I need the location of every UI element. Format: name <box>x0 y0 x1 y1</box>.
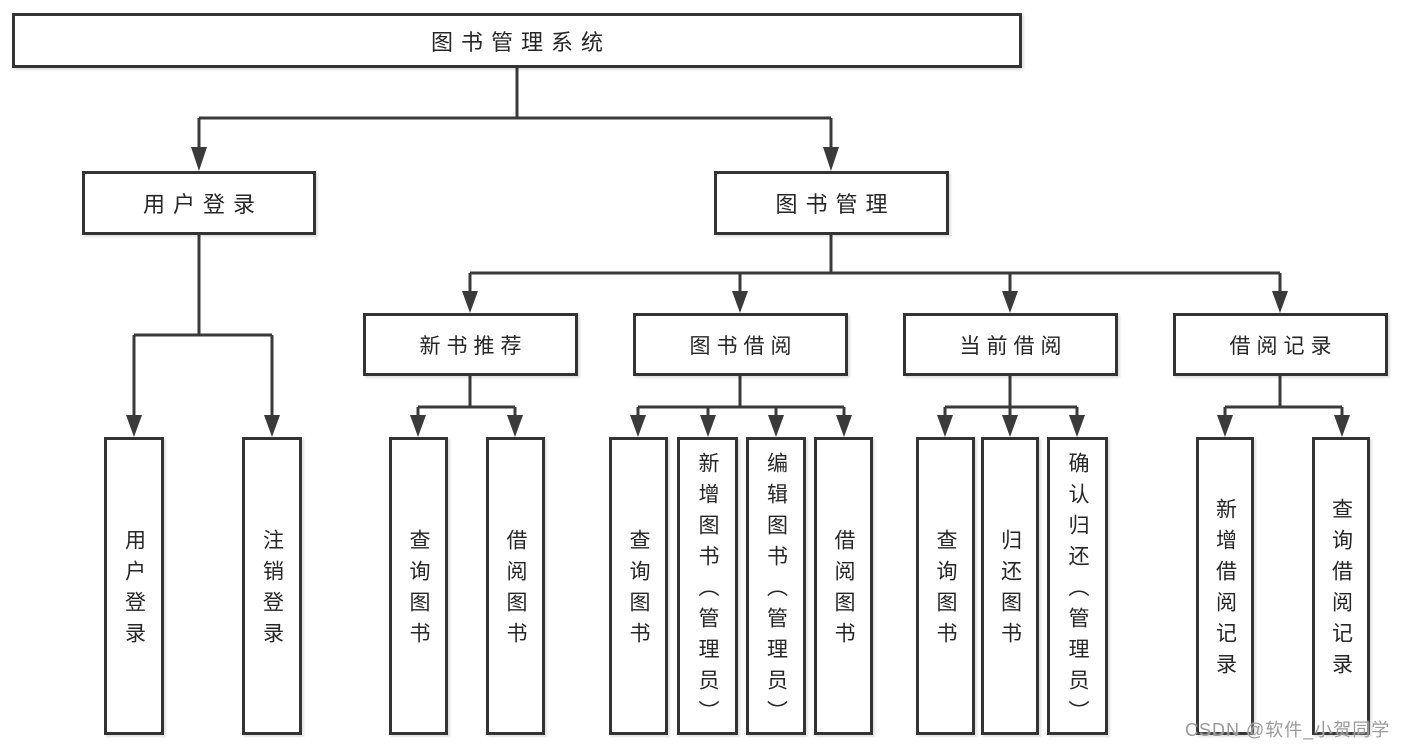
node-borrowing-records: 借阅记录 <box>1173 313 1388 376</box>
node-book-borrowing: 图书借阅 <box>633 313 848 376</box>
node-new-book-recommendation: 新书推荐 <box>363 313 578 376</box>
leaf-query-books-recommend: 查询图书 <box>389 437 448 735</box>
leaf-add-books-admin: 新增图书（管理员） <box>677 437 738 735</box>
leaf-label: 用户登录 <box>122 529 146 653</box>
leaf-label: 查询图书 <box>934 529 958 653</box>
leaf-label: 确认归还（管理员） <box>1066 451 1090 731</box>
leaf-edit-books-admin: 编辑图书（管理员） <box>746 437 806 735</box>
node-user-login: 用户登录 <box>82 171 316 235</box>
leaf-label: 新增图书（管理员） <box>696 451 720 731</box>
node-library-system: 图书管理系统 <box>12 13 1022 68</box>
leaf-label: 借阅图书 <box>832 529 856 653</box>
leaf-return-books: 归还图书 <box>981 437 1039 735</box>
leaf-label: 查询图书 <box>627 529 651 653</box>
leaf-label: 编辑图书（管理员） <box>764 451 788 731</box>
leaf-add-borrow-record: 新增借阅记录 <box>1196 437 1254 735</box>
leaf-label: 归还图书 <box>998 529 1022 653</box>
leaf-label: 新增借阅记录 <box>1213 498 1237 684</box>
leaf-borrow-books-recommend: 借阅图书 <box>486 437 545 735</box>
watermark-text: CSDN @软件_小贺同学 <box>1185 720 1391 740</box>
leaf-label: 注销登录 <box>260 529 284 653</box>
leaf-confirm-return-admin: 确认归还（管理员） <box>1047 437 1108 735</box>
leaf-query-books-borrow: 查询图书 <box>609 437 668 735</box>
arrowheads <box>126 147 1350 437</box>
connector-paths <box>132 68 1344 417</box>
node-current-borrowing: 当前借阅 <box>903 313 1118 376</box>
leaf-label: 查询借阅记录 <box>1329 498 1353 684</box>
leaf-query-borrow-record: 查询借阅记录 <box>1312 437 1370 735</box>
node-book-management: 图书管理 <box>714 171 949 235</box>
leaf-label: 借阅图书 <box>504 529 528 653</box>
leaf-borrow-books: 借阅图书 <box>814 437 873 735</box>
leaf-user-login: 用户登录 <box>104 437 164 735</box>
leaf-logout-login: 注销登录 <box>242 437 302 735</box>
leaf-query-books-current: 查询图书 <box>916 437 975 735</box>
leaf-label: 查询图书 <box>407 529 431 653</box>
